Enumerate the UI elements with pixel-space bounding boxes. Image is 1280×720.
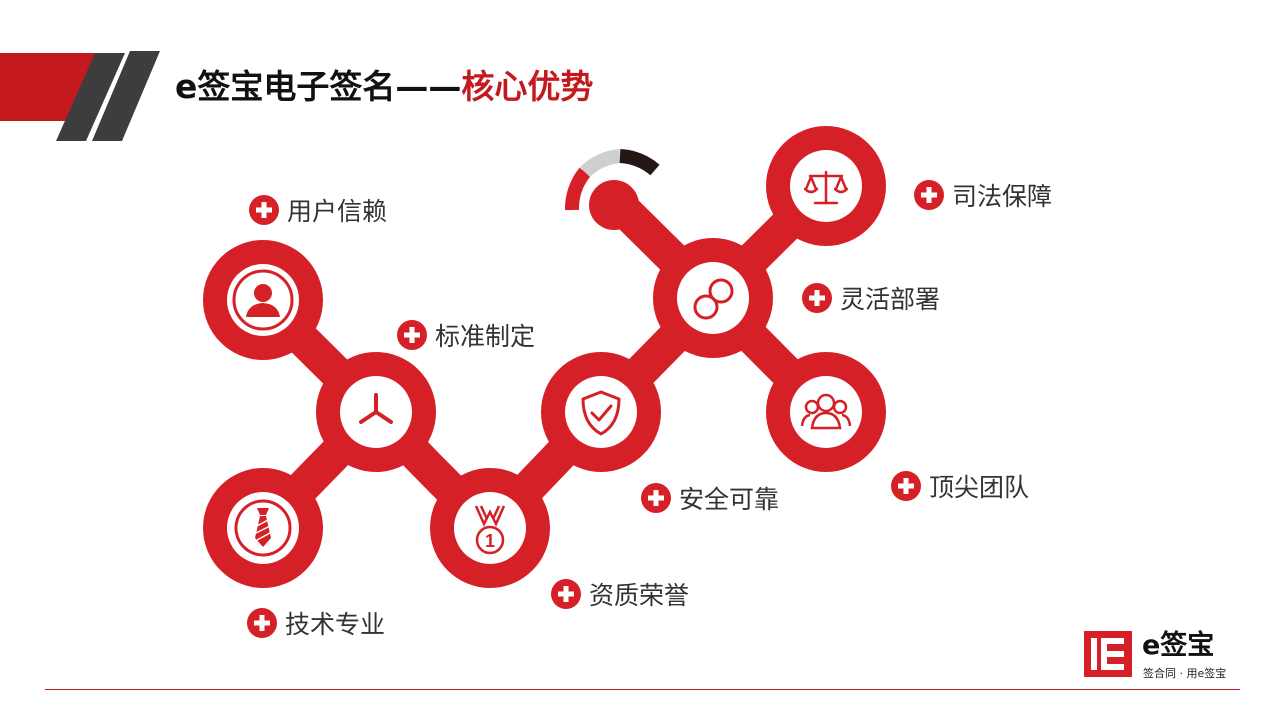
- title-accent: 核心优势: [461, 67, 594, 106]
- node-user: [203, 240, 323, 360]
- page-title: e签宝电子签名——核心优势: [175, 62, 593, 112]
- plus-icon: [249, 195, 279, 225]
- node-custom: [316, 352, 436, 472]
- plus-icon: [641, 483, 671, 513]
- feature-safe: 安全可靠: [641, 481, 779, 515]
- feature-user-trust: 用户信赖: [249, 193, 387, 227]
- plus-icon: [891, 471, 921, 501]
- node-safe: [541, 352, 661, 472]
- footer-divider: [45, 689, 1240, 690]
- title-main: e签宝电子签名——: [175, 67, 462, 106]
- feature-team: 顶尖团队: [891, 469, 1029, 503]
- gauge-gray-arc: [580, 149, 621, 178]
- plus-icon: [802, 283, 832, 313]
- header-slash-2: [92, 51, 160, 141]
- brand-name: e签宝: [1142, 630, 1215, 661]
- feature-judicial: 司法保障: [914, 178, 1052, 212]
- node-team: [766, 352, 886, 472]
- medal-icon: 1: [474, 505, 506, 555]
- brand-tagline: 签合同 · 用e签宝: [1143, 667, 1227, 680]
- node-flexible: [653, 238, 773, 358]
- brand-logo-mark: [1084, 631, 1132, 677]
- feature-label: 资质荣誉: [589, 581, 690, 610]
- header-slash-1: [56, 53, 125, 141]
- feature-flexible: 灵活部署: [802, 281, 940, 315]
- feature-tech: 技术专业: [247, 606, 385, 640]
- plus-icon: [247, 608, 277, 638]
- feature-label: 顶尖团队: [929, 473, 1030, 502]
- feature-label: 技术专业: [285, 610, 386, 639]
- plus-icon: [914, 180, 944, 210]
- gauge: [565, 149, 660, 230]
- plus-icon: [397, 320, 427, 350]
- team-icon: [800, 393, 852, 430]
- feature-label: 标准制定: [435, 322, 536, 351]
- plus-icon: [551, 579, 581, 609]
- tie-icon: [234, 499, 292, 557]
- gauge-dark-arc: [619, 149, 660, 176]
- circles-icon: [693, 278, 734, 320]
- tri-spoke-icon: [359, 393, 393, 424]
- network-connectors: [246, 169, 843, 545]
- shield-check-icon: [581, 390, 621, 436]
- header-decoration: [0, 51, 160, 141]
- svg-text:1: 1: [485, 531, 495, 551]
- gauge-red-arc: [565, 167, 591, 211]
- feature-label: 用户信赖: [287, 197, 388, 226]
- feature-honor: 资质荣誉: [551, 577, 689, 611]
- feature-label: 灵活部署: [840, 285, 941, 314]
- feature-custom: 标准制定: [397, 318, 535, 352]
- user-icon: [232, 269, 294, 331]
- scales-icon: [803, 170, 849, 205]
- node-honor: 1: [430, 468, 550, 588]
- node-tech: [203, 468, 323, 588]
- gauge-center-dot: [589, 180, 639, 230]
- feature-label: 司法保障: [952, 182, 1053, 211]
- feature-label: 安全可靠: [679, 485, 780, 514]
- node-judicial: [766, 126, 886, 246]
